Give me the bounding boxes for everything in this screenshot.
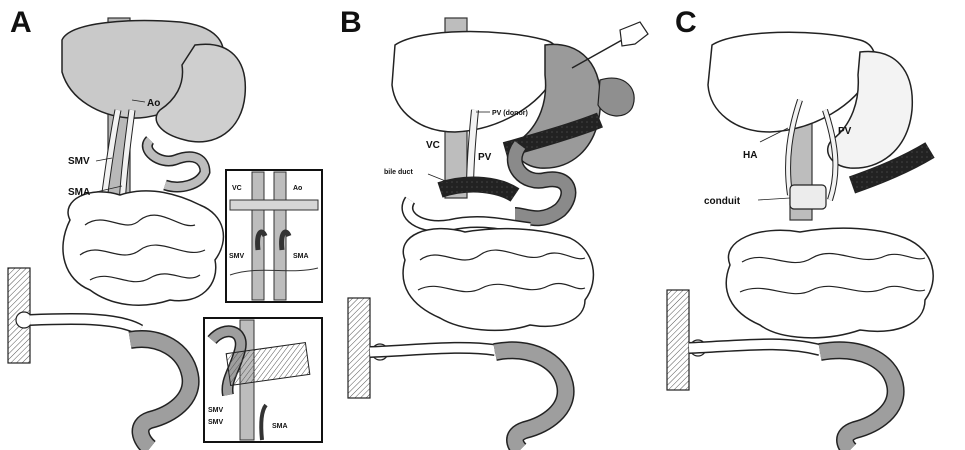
- inset2-label-smv-1: SMV: [208, 407, 224, 414]
- spleen: [598, 78, 634, 116]
- label-pv-c: PV: [838, 126, 852, 137]
- label-ao: Ao: [147, 98, 160, 109]
- abdominal-wall-stoma-b: [348, 298, 370, 398]
- label-bile-duct: bile duct: [384, 169, 413, 176]
- label-pv: PV: [478, 152, 492, 163]
- label-pv-donor: PV (donor): [492, 110, 528, 117]
- inset2-label-sma: SMA: [272, 423, 288, 430]
- conduit-graft: [790, 185, 826, 209]
- inset-1: VC Ao SMV SMA: [226, 170, 322, 302]
- label-ha: HA: [743, 150, 757, 161]
- label-sma: SMA: [68, 187, 90, 198]
- inset1-label-vc: VC: [232, 185, 242, 192]
- inset1-label-sma: SMA: [293, 253, 309, 260]
- catheter-icon: [620, 22, 648, 46]
- inset1-label-ao: Ao: [293, 185, 302, 192]
- panel-b: PV (donor) VC PV bile duct: [348, 18, 648, 450]
- label-vc: VC: [426, 140, 440, 151]
- label-conduit: conduit: [704, 196, 741, 207]
- panel-a: Ao SMV SMA VC Ao SMV SMA: [8, 18, 322, 448]
- inset2-label-smv-2: SMV: [208, 419, 224, 426]
- stoma-icon: [16, 312, 32, 328]
- label-smv: SMV: [68, 156, 90, 167]
- inset1-label-smv: SMV: [229, 253, 245, 260]
- inset-2: SMV SMV SMA: [204, 318, 322, 442]
- panel-c: HA PV conduit: [667, 32, 933, 450]
- small-intestine-c: [726, 228, 933, 338]
- small-intestine-b: [403, 229, 593, 331]
- abdominal-wall-stoma-c: [667, 290, 689, 390]
